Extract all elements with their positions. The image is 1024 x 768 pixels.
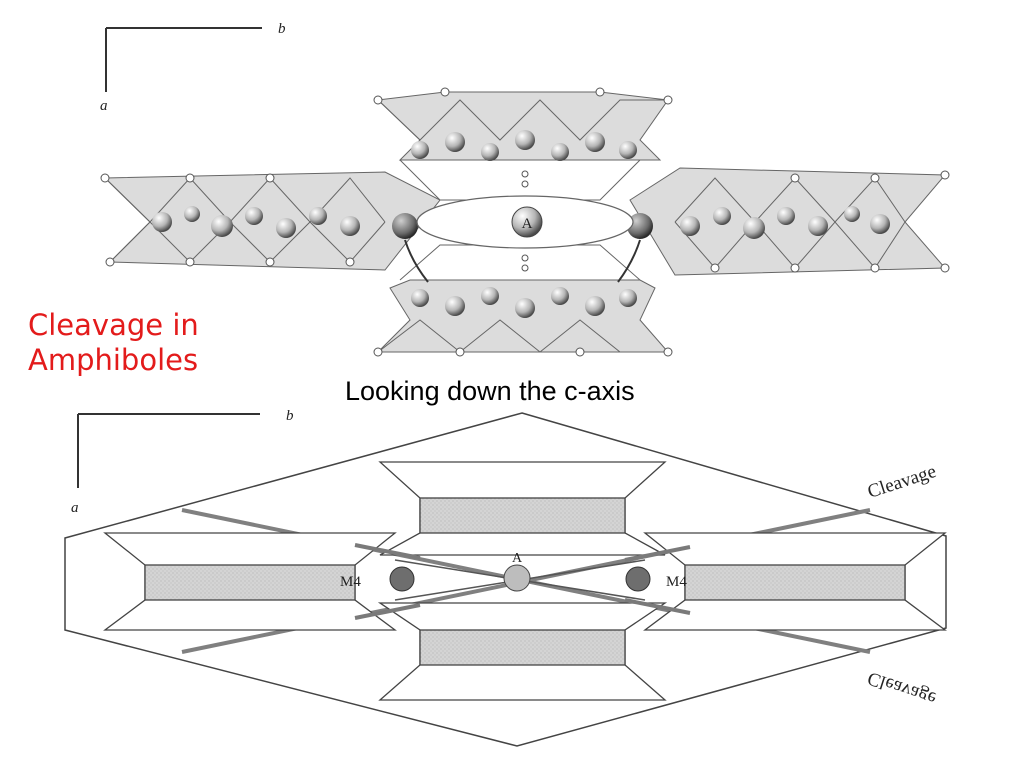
- cleavage-label-lower: Cleavage: [865, 667, 939, 709]
- chain-atoms-left: [152, 206, 418, 239]
- bottom-axis-b-label: b: [286, 408, 294, 424]
- slide-title: Cleavage in Amphiboles: [28, 308, 199, 378]
- chain-atoms-right: [627, 206, 890, 239]
- view-caption: Looking down the c-axis: [345, 376, 635, 406]
- m4-right-atom: [625, 566, 651, 592]
- top-axis-indicator: b a: [100, 21, 286, 114]
- i-beam-top: [378, 461, 667, 556]
- cleavage-label-upper: Cleavage: [865, 461, 939, 503]
- m4-right-label: M4: [666, 574, 687, 590]
- i-beam-right: [643, 532, 947, 631]
- top-a-site-label: A: [522, 216, 533, 232]
- slide-title-line2: Amphiboles: [28, 343, 199, 377]
- m4-left-atom: [389, 566, 415, 592]
- cleavage-lines-overlay: [354, 543, 691, 620]
- a-site-atom: [511, 206, 543, 238]
- a-site-atom-schematic: [503, 564, 531, 592]
- slide-title-line1: Cleavage in: [28, 308, 199, 342]
- a-site-label: A: [512, 551, 523, 566]
- chain-atoms-top: [411, 130, 637, 161]
- a-site-cavity: A: [404, 195, 641, 283]
- chain-atoms-bottom: [411, 287, 637, 318]
- top-axis-a-label: a: [100, 98, 108, 114]
- bottom-axis-a-label: a: [71, 500, 79, 516]
- i-beam-bottom: [377, 602, 668, 701]
- m4-left-label: M4: [340, 574, 361, 590]
- bottom-axis-indicator: b a: [71, 408, 294, 516]
- top-axis-b-label: b: [278, 21, 286, 37]
- oxygen-atoms: [100, 87, 950, 357]
- i-beam-left: [103, 532, 397, 631]
